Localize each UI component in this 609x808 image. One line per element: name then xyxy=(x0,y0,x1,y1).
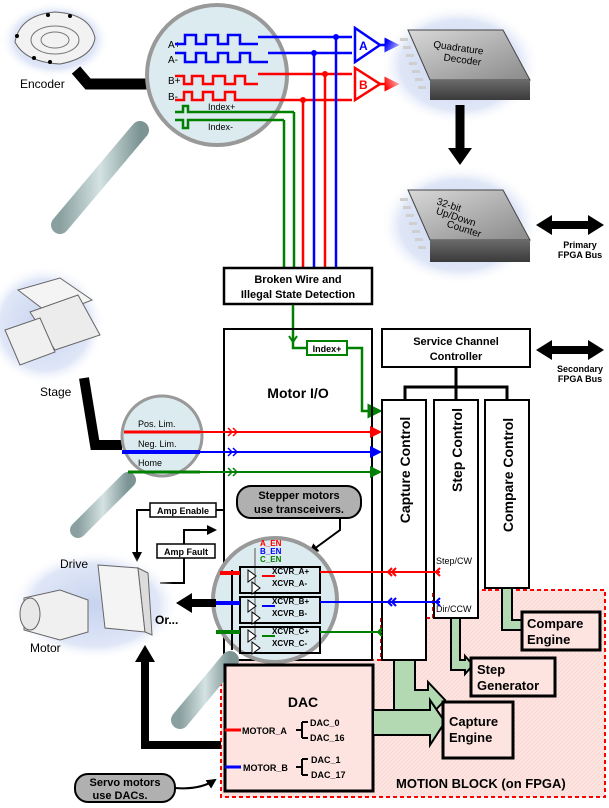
index-plus-tag: Index+ xyxy=(306,340,348,356)
signal-a-plus-label: A+ xyxy=(168,40,181,51)
signal-index-minus-label: Index- xyxy=(208,122,233,132)
capture-control-box: Capture Control xyxy=(381,399,427,661)
home-label: Home xyxy=(138,458,162,468)
stage-device xyxy=(0,265,105,385)
dac-to-drive-arrow xyxy=(141,660,221,749)
svg-text:Stepper motors: Stepper motors xyxy=(258,490,339,502)
step-generator-box: Step Generator xyxy=(469,656,557,698)
svg-text:Compare Control: Compare Control xyxy=(500,418,516,532)
svg-text:use transceivers.: use transceivers. xyxy=(254,504,344,516)
dac-17-label: DAC_17 xyxy=(311,770,346,780)
or-label: Or... xyxy=(155,613,178,627)
xcvr-c-minus-label: XCVR_C- xyxy=(272,639,307,648)
primary-fpga-bus-arrow[interactable] xyxy=(536,215,604,235)
svg-text:A: A xyxy=(359,39,368,53)
svg-text:Broken Wire and: Broken Wire and xyxy=(254,274,341,286)
updown-counter-chip: 32-bit Up/Down Counter xyxy=(380,165,540,285)
secondary-bus-label-2: FPGA Bus xyxy=(558,374,602,384)
motor-b-label: MOTOR_B xyxy=(243,763,288,773)
broken-wire-detection-box: Broken Wire and Illegal State Detection xyxy=(222,266,374,306)
encoder-bus xyxy=(258,35,352,268)
dac-16-label: DAC_16 xyxy=(310,733,345,743)
quadrature-decoder-chip: Quadrature Decoder xyxy=(380,5,540,125)
svg-text:Index+: Index+ xyxy=(313,344,342,354)
signal-b-plus-label: B+ xyxy=(168,76,181,87)
svg-text:Capture: Capture xyxy=(449,714,498,729)
drive-motor-device xyxy=(10,550,180,660)
encoder-label: Encoder xyxy=(20,77,65,91)
motor-io-label: Motor I/O xyxy=(267,385,329,401)
encoder-cable xyxy=(71,66,148,90)
amp-fault-tag: Amp Fault xyxy=(156,543,216,559)
xcvr-a-plus-label: XCVR_A+ xyxy=(272,567,309,576)
capture-engine-box: Capture Engine xyxy=(441,700,515,760)
svg-text:Decoder: Decoder xyxy=(443,52,483,68)
index-wire xyxy=(291,305,308,350)
step-control-box: Step Control xyxy=(433,399,479,619)
b-en-label: B_EN xyxy=(260,547,282,556)
neg-lim-label: Neg. Lim. xyxy=(138,439,177,449)
svg-text:Illegal State Detection: Illegal State Detection xyxy=(241,289,356,301)
motion-block-label: MOTION BLOCK (on FPGA) xyxy=(396,776,566,791)
svg-text:Amp Fault: Amp Fault xyxy=(164,547,208,557)
drive-label: Drive xyxy=(60,557,88,571)
svg-text:Service Channel: Service Channel xyxy=(413,336,499,348)
stage-label: Stage xyxy=(40,385,72,399)
pos-lim-label: Pos. Lim. xyxy=(138,419,176,429)
xcvr-a-minus-label: XCVR_A- xyxy=(272,579,307,588)
svg-text:Step: Step xyxy=(477,662,505,677)
svg-text:Servo motors: Servo motors xyxy=(90,777,161,789)
signal-b-minus-label: B- xyxy=(168,92,178,103)
primary-bus-label-1: Primary xyxy=(563,240,597,250)
motor-a-label: MOTOR_A xyxy=(242,726,287,736)
encoder-waveforms xyxy=(175,33,294,130)
dir-ccw-label: Dir/CCW xyxy=(436,604,472,614)
xcvr-to-drive-arrow xyxy=(176,593,192,613)
primary-bus-label-2: FPGA Bus xyxy=(558,250,602,260)
step-cw-label: Step/CW xyxy=(436,556,473,566)
motor-io-box xyxy=(223,328,373,661)
svg-text:Engine: Engine xyxy=(527,632,570,647)
dac-0-label: DAC_0 xyxy=(310,718,340,728)
transceiver-magnifier xyxy=(171,536,339,729)
secondary-bus-label-1: Secondary xyxy=(557,364,603,374)
xcvr-b-plus-label: XCVR_B+ xyxy=(272,597,309,606)
xcvr-c-plus-label: XCVR_C+ xyxy=(272,627,309,636)
motor-label: Motor xyxy=(30,641,61,655)
svg-text:Generator: Generator xyxy=(477,678,539,693)
compare-control-box: Compare Control xyxy=(484,399,530,589)
svg-text:B: B xyxy=(359,78,368,92)
limit-magnifier xyxy=(70,394,204,538)
secondary-fpga-bus-arrow[interactable] xyxy=(536,340,604,360)
svg-text:Controller: Controller xyxy=(430,351,483,363)
svg-text:use DACs.: use DACs. xyxy=(92,790,147,802)
svg-text:Compare: Compare xyxy=(527,616,583,631)
dac-1-label: DAC_1 xyxy=(311,755,341,765)
svg-text:Step Control: Step Control xyxy=(449,408,465,492)
signal-index-plus-label: Index+ xyxy=(208,102,235,112)
service-channel-controller: Service Channel Controller xyxy=(381,328,531,368)
a-en-label: A_EN xyxy=(260,539,282,548)
stepper-callout: Stepper motors use transceivers. xyxy=(236,485,362,519)
encoder-device xyxy=(0,2,110,78)
signal-a-minus-label: A- xyxy=(168,55,178,66)
compare-engine-box: Compare Engine xyxy=(520,610,602,652)
servo-callout: Servo motors use DACs. xyxy=(74,773,176,803)
c-en-label: C_EN xyxy=(260,555,282,564)
xcvr-b-minus-label: XCVR_B- xyxy=(272,609,307,618)
svg-text:Amp Enable: Amp Enable xyxy=(157,506,209,516)
svg-text:DAC: DAC xyxy=(288,694,318,710)
amp-enable-tag: Amp Enable xyxy=(149,502,217,518)
svg-text:Engine: Engine xyxy=(449,730,492,745)
svg-text:Capture Control: Capture Control xyxy=(397,417,413,524)
stage-cable xyxy=(79,377,122,450)
